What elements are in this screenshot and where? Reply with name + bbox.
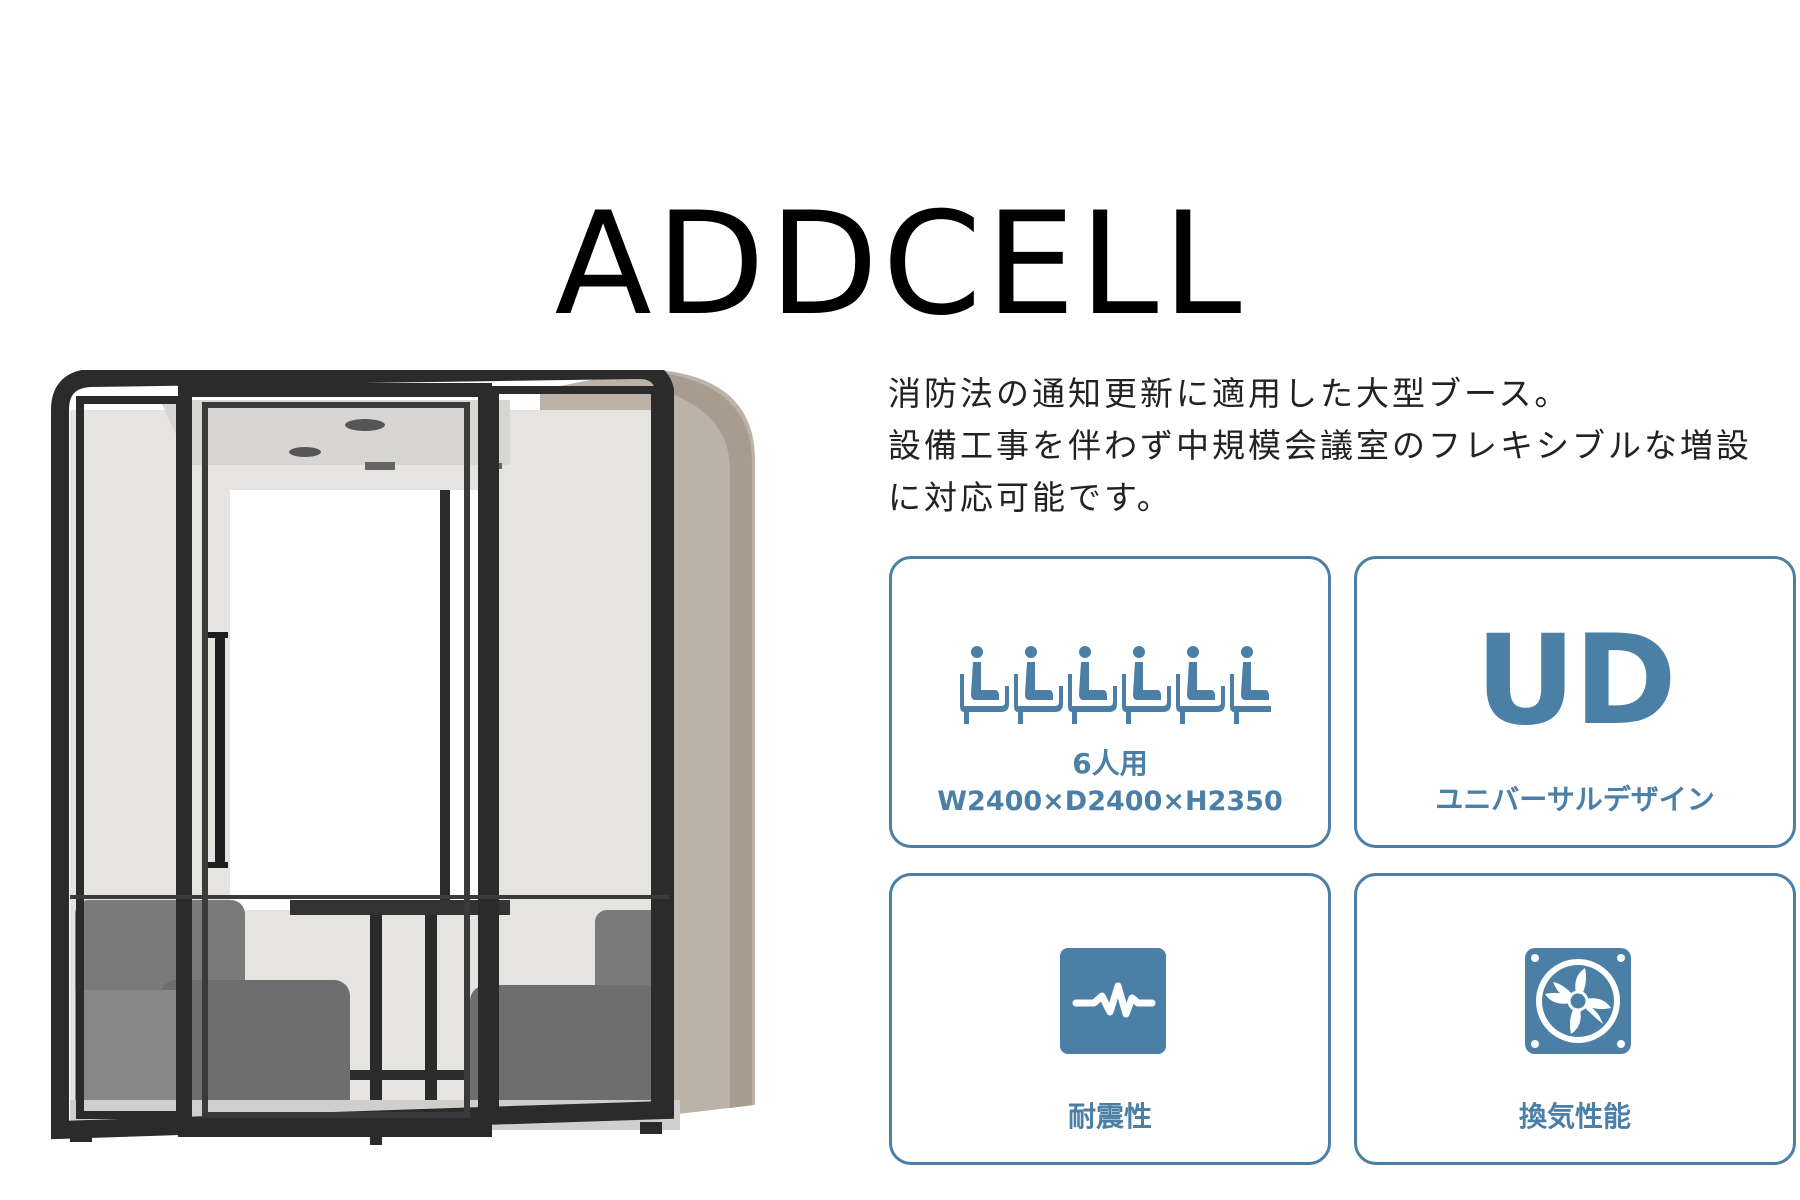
capacity-label: 6人用	[1072, 747, 1148, 780]
description-line: に対応可能です。	[888, 478, 1173, 517]
ventilation-fan-icon	[1525, 948, 1631, 1054]
brand-title: ADDCELL	[554, 182, 1246, 348]
seated-person-icon	[1176, 646, 1225, 724]
seismic-label: 耐震性	[1067, 1100, 1152, 1133]
product-description: 消防法の通知更新に適用した大型ブース。 設備工事を伴わず中規模会議室のフレキシブ…	[888, 368, 1798, 524]
seated-person-icon	[1068, 646, 1117, 724]
seated-person-icon	[1230, 646, 1271, 724]
booth-frame	[51, 370, 674, 1140]
dimensions-label: W2400×D2400×H2350	[937, 786, 1283, 817]
universal-design-label: ユニバーサルデザイン	[1435, 783, 1715, 816]
ventilation-label: 換気性能	[1518, 1100, 1631, 1133]
feature-card-universal-design: UD ユニバーサルデザイン	[1354, 556, 1796, 848]
seated-person-icon	[1014, 646, 1063, 724]
feature-card-capacity: 6人用 W2400×D2400×H2350	[889, 556, 1331, 848]
seismic-wave-icon	[1060, 948, 1166, 1054]
feature-card-seismic: 耐震性	[889, 873, 1331, 1165]
booth-product-image	[51, 370, 755, 1145]
ud-mark: UD	[1475, 609, 1677, 753]
door-handle	[215, 635, 225, 865]
seated-person-icon	[960, 646, 1009, 724]
seated-people-icons	[960, 646, 1271, 724]
description-line: 設備工事を伴わず中規模会議室のフレキシブルな増設	[888, 426, 1752, 465]
feature-card-ventilation: 換気性能	[1354, 873, 1796, 1165]
description-line: 消防法の通知更新に適用した大型ブース。	[888, 374, 1571, 413]
seated-person-icon	[1122, 646, 1171, 724]
